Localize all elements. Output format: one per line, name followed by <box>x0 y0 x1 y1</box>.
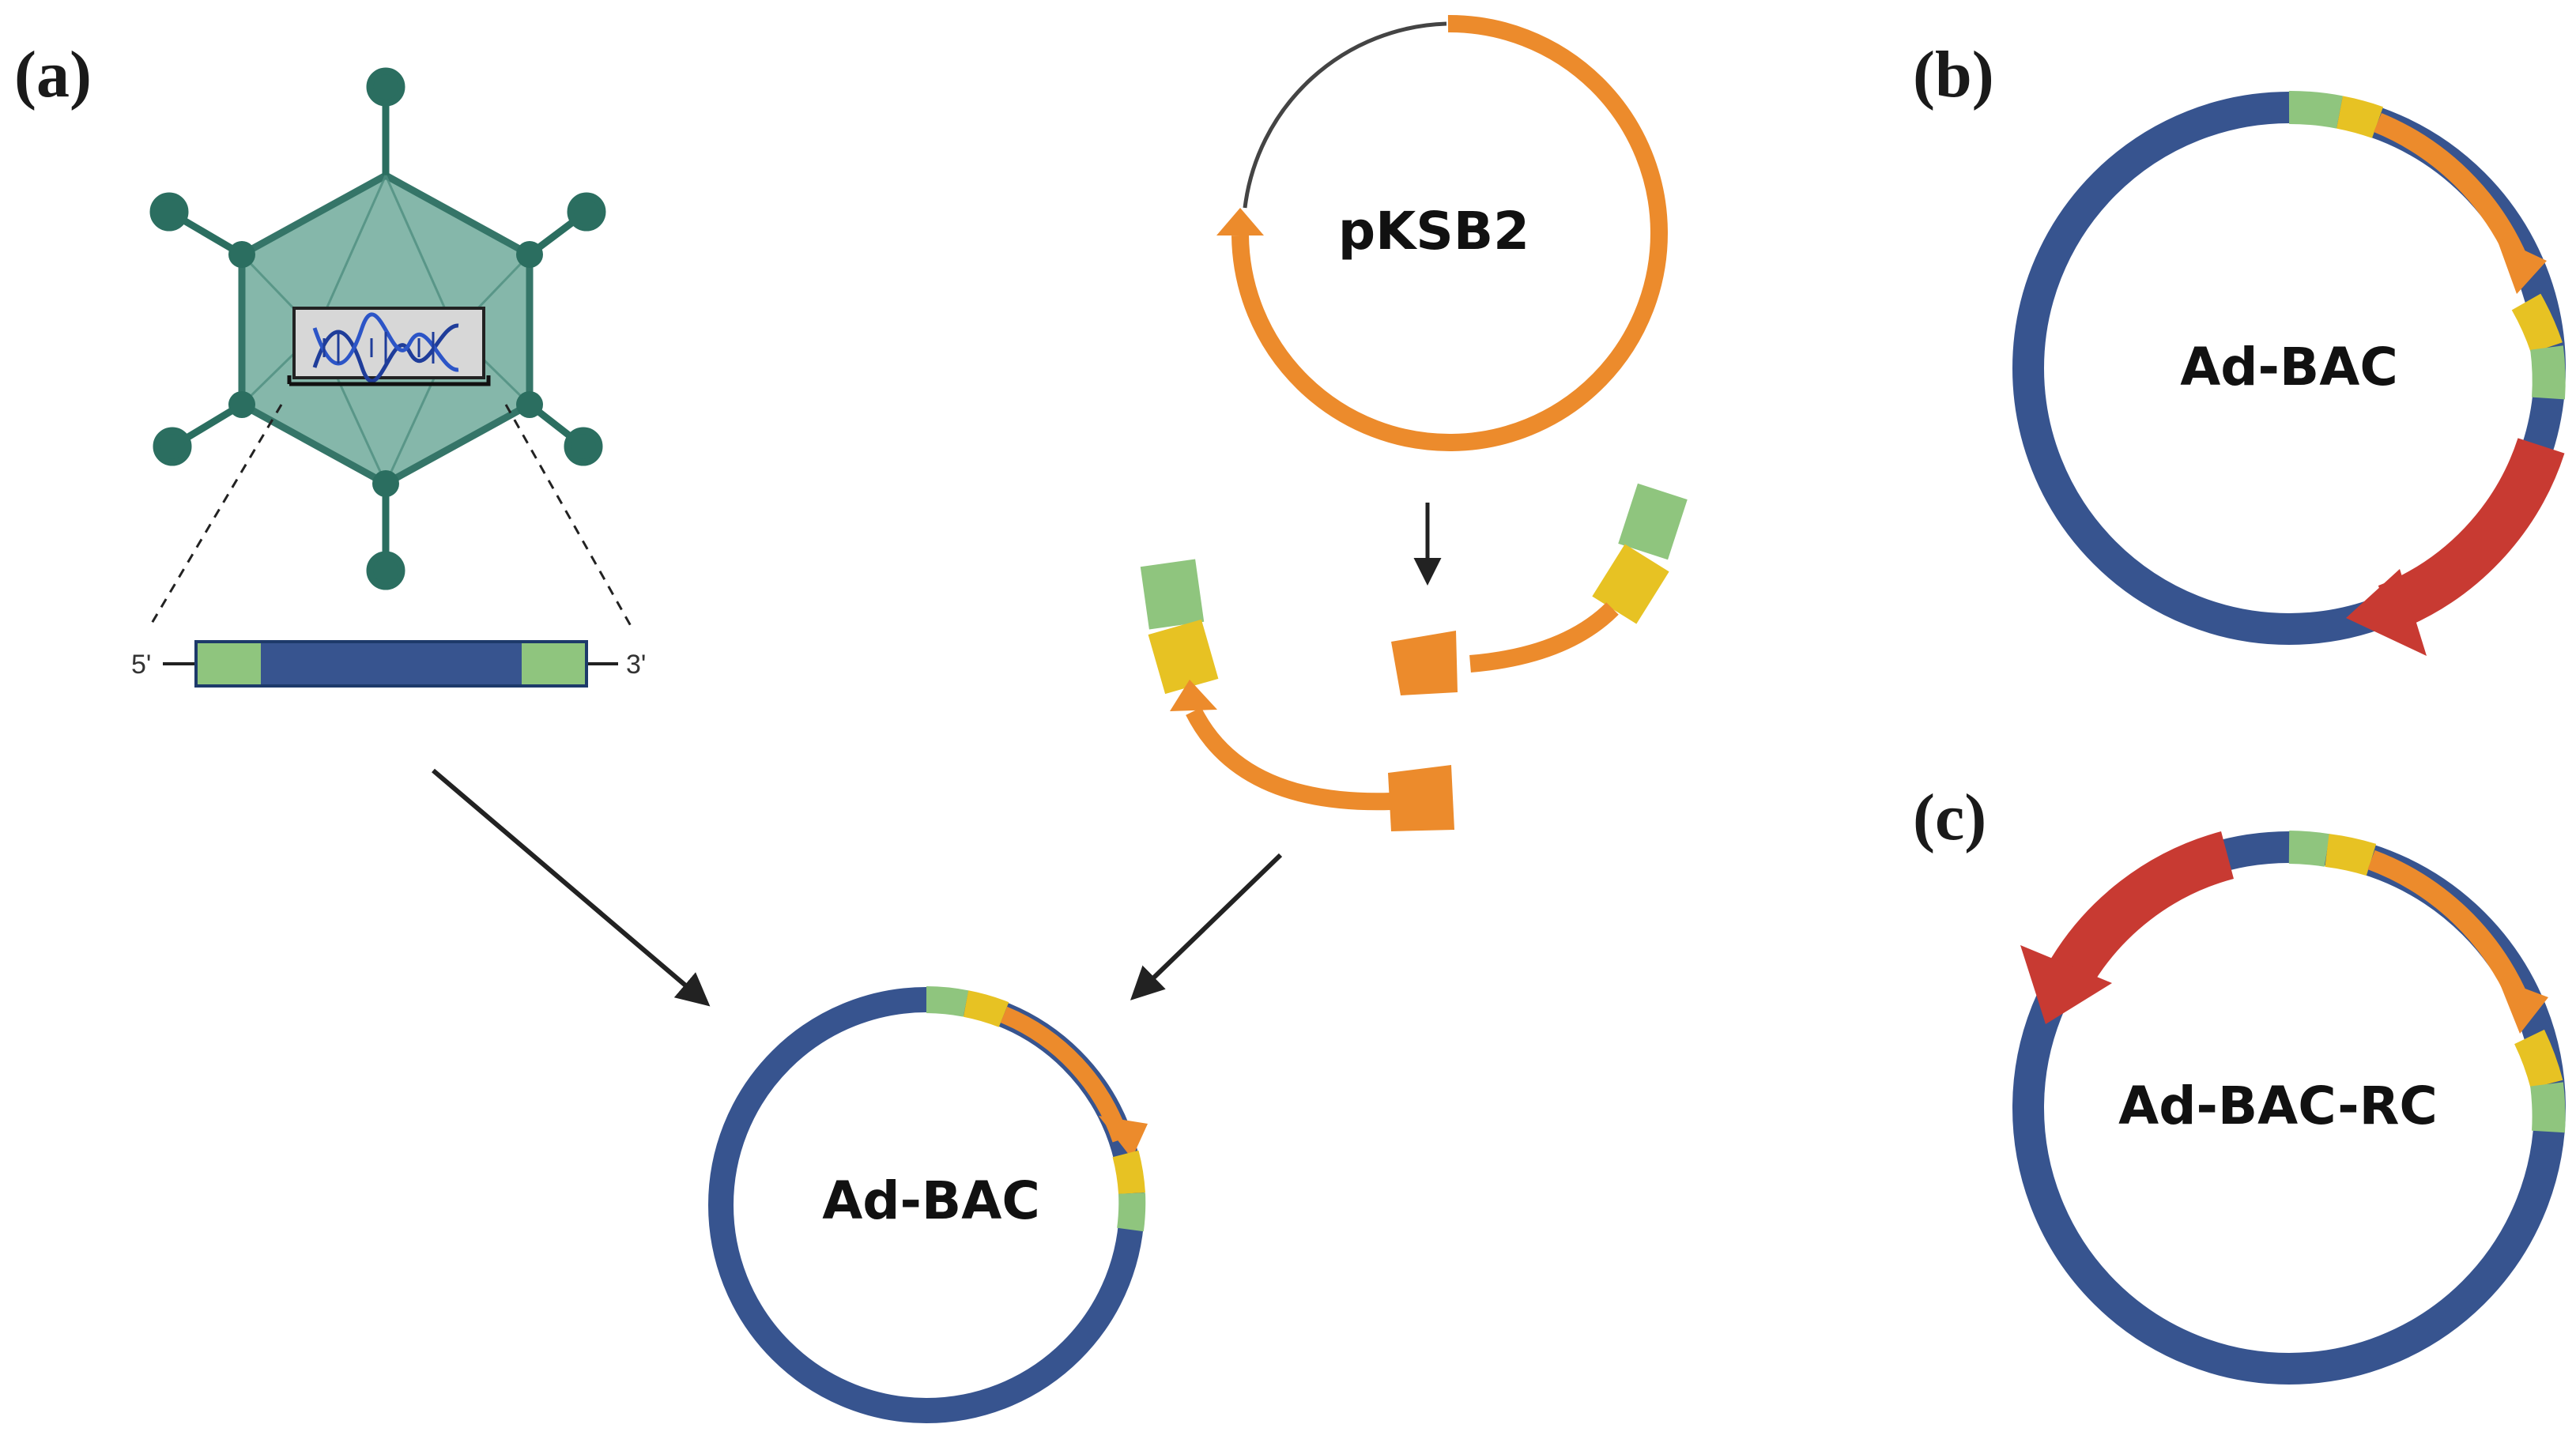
ad-bac-label-a: Ad-BAC <box>822 1170 1040 1231</box>
linear-adenovirus-genome <box>163 640 618 688</box>
pksb2-fragment-right <box>1391 483 1688 695</box>
recombination-arrow-right <box>1130 853 1283 1000</box>
panel-label-b: (b) <box>1913 38 1994 111</box>
three-prime-label: 3' <box>626 650 646 680</box>
ad-bac-label-b: Ad-BAC <box>2180 337 2398 397</box>
zoom-lines <box>149 404 632 627</box>
pksb2-label: pKSB2 <box>1338 201 1529 262</box>
dna-double-helix-icon <box>312 312 459 383</box>
ad-bac-rc-label: Ad-BAC-RC <box>2118 1076 2438 1136</box>
recombination-arrow-left <box>432 768 711 1007</box>
genome-window <box>287 307 491 386</box>
pksb2-fragment-left <box>1140 559 1454 831</box>
pksb2-plasmid <box>1216 14 1668 451</box>
ad-bac-plasmid-a <box>708 986 1148 1423</box>
panel-label-c: (c) <box>1913 781 1986 854</box>
ad-bac-plasmid-b <box>2012 90 2566 656</box>
five-prime-label: 5' <box>131 650 151 680</box>
panel-label-a: (a) <box>14 38 92 111</box>
ad-bac-rc-plasmid <box>2012 831 2566 1385</box>
